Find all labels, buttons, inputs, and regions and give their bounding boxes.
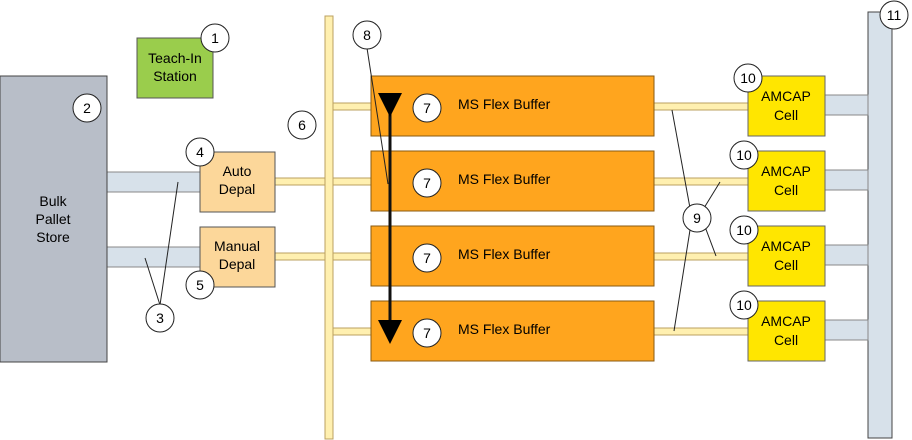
flex-buffer-label: MS Flex Buffer [458,171,551,187]
manual-depal [199,226,276,288]
callout-number: 4 [196,144,204,160]
callout-circle [729,215,759,245]
amcap-rail-connector [824,169,869,191]
callout-number: 9 [693,210,701,226]
callout-circle [412,243,442,273]
amcap-cell-label-1: AMCAP [761,238,811,254]
callout-number: 7 [423,250,431,266]
amcap-cell-label-2: Cell [774,332,798,348]
teach-in-station-label-1: Teach-In [148,50,202,66]
buffer-to-amcap-conveyor [653,177,749,186]
amcap-rail-connector [824,319,869,341]
amcap-cell-label-1: AMCAP [761,163,811,179]
callout-circle [733,63,763,93]
amcap-cell [747,225,826,287]
callout-number: 1 [211,30,219,46]
callout-circle [412,168,442,198]
callout-circle [145,303,175,333]
callout-circle [185,137,215,167]
callouts: 1 2 3 4 5 6 7 7 7 7 8 9 10 10 10 10 11 [72,0,909,348]
callout-number: 10 [740,70,756,86]
manual-depal-label-2: Depal [219,256,256,272]
callout-number: 7 [423,175,431,191]
callout-number: 10 [736,297,752,313]
bulk-pallet-store-label-2: Pallet [35,211,70,227]
auto-to-rail-conveyor [274,177,326,186]
amcap-cell [747,150,826,212]
callout-circle [682,203,712,233]
manual-depal-label-1: Manual [214,238,260,254]
callout-number: 10 [736,147,752,163]
amcap-rail-connector [824,94,869,116]
bulk-pallet-store-label-3: Store [36,229,70,245]
right-grey-rail [867,11,893,439]
rail-to-buffer-conveyor [332,252,372,261]
callout-circle [200,23,230,53]
buffer-to-amcap-conveyor [653,252,749,261]
amcap-cell-label-2: Cell [774,107,798,123]
main-vertical-rail [324,15,334,440]
callout-circle [412,318,442,348]
amcap-cell-label-2: Cell [774,257,798,273]
buffer-to-amcap-conveyor [653,327,749,336]
flex-buffer-label: MS Flex Buffer [458,96,551,112]
callout-number: 8 [363,27,371,43]
bulk-pallet-store-label-1: Bulk [39,193,67,209]
callout-circle [352,20,382,50]
bulk-pallet-store [0,75,108,363]
amcap-rail-connector [824,244,869,266]
callout-circle [729,290,759,320]
callout-number: 7 [423,325,431,341]
auto-depal-label-1: Auto [223,163,252,179]
callout-number: 10 [736,222,752,238]
teach-in-station-label-2: Station [153,68,197,84]
callout-circle [72,93,102,123]
amcap-cell [747,75,826,137]
teach-in-station [136,37,214,99]
buffer-to-amcap-conveyor [653,102,749,111]
flex-buffer-label: MS Flex Buffer [458,321,551,337]
callout-number: 3 [156,310,164,326]
callout-number: 7 [423,100,431,116]
callout-circle [185,270,215,300]
rail-to-buffer-conveyor [332,327,372,336]
auto-depal [199,151,276,213]
auto-depal-label-2: Depal [219,181,256,197]
callout-circle [412,93,442,123]
manual-to-rail-conveyor [274,252,326,261]
amcap-cell-label-2: Cell [774,182,798,198]
bulk-to-manual-conveyor [106,246,201,268]
callout-circle [287,110,317,140]
amcap-cell-label-1: AMCAP [761,88,811,104]
callout-number: 5 [196,277,204,293]
amcap-cell-label-1: AMCAP [761,313,811,329]
rail-to-buffer-conveyor [332,102,372,111]
callout-circle [879,0,909,30]
callout-circle [729,140,759,170]
flex-buffer-label: MS Flex Buffer [458,246,551,262]
bulk-to-auto-conveyor [106,171,201,193]
rail-to-buffer-conveyor [332,177,372,186]
callout-number: 6 [298,117,306,133]
amcap-cell [747,300,826,362]
callout-number: 2 [83,100,91,116]
callout-number: 11 [887,7,902,23]
